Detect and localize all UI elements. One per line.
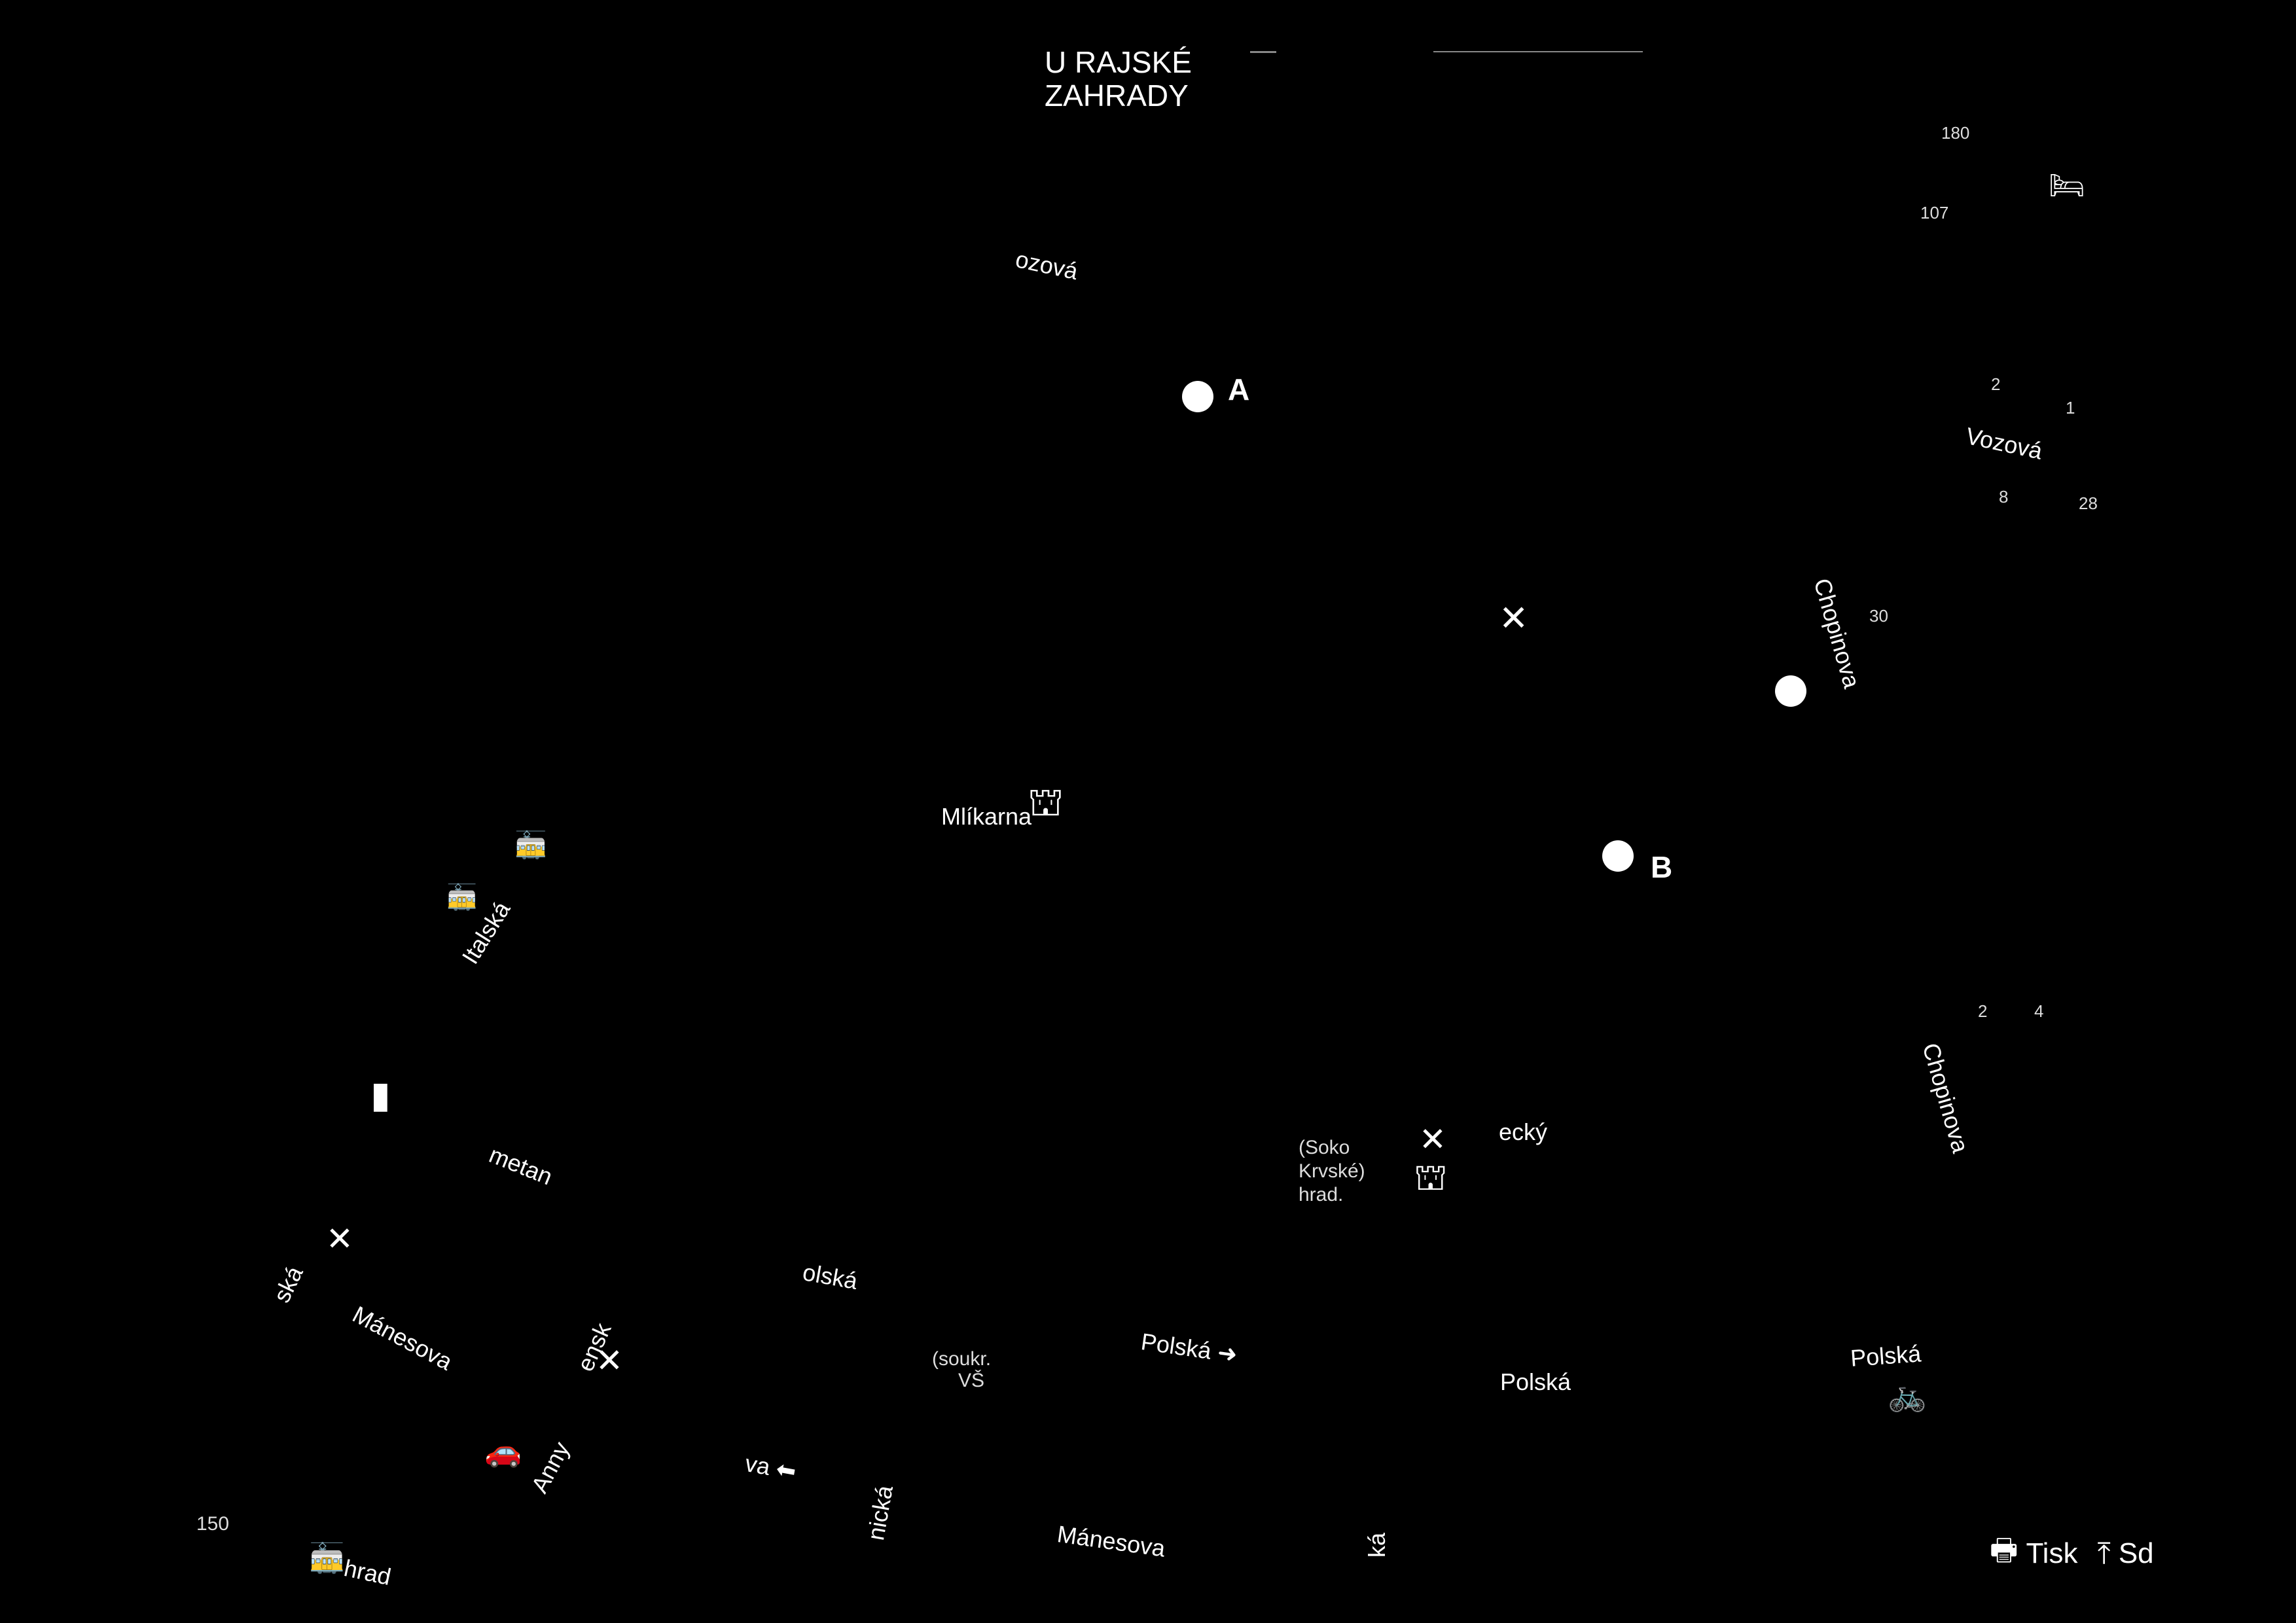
poi-sokol-line1: (Soko bbox=[1299, 1137, 1350, 1158]
arrow-left-icon: ⬅ bbox=[774, 1455, 798, 1486]
map-toolbar: 🖶 Tisk ⤒ Sd bbox=[1990, 1521, 2278, 1586]
poi-sokol-line3: vské) bbox=[1318, 1160, 1365, 1182]
arrow-right-icon: ➜ bbox=[1215, 1338, 1240, 1368]
street-slezska: ská bbox=[268, 1262, 308, 1307]
street-smetanova: metan bbox=[485, 1141, 556, 1190]
house-number: 4 bbox=[2034, 1001, 2044, 1021]
house-number: 1 bbox=[2066, 398, 2075, 418]
monument-icon[interactable]: ⛫ bbox=[1414, 1156, 1448, 1199]
poi-soukr-line2: VŠ bbox=[958, 1370, 985, 1391]
house-number: 2 bbox=[1991, 374, 2001, 394]
print-button[interactable]: 🖶 Tisk bbox=[1990, 1528, 2077, 1579]
tram-icon[interactable]: 🚋 bbox=[309, 1542, 345, 1575]
street-polska-arrow: Polská ➜ bbox=[1139, 1328, 1240, 1368]
area-title: U RAJSKÉ ZAHRADY bbox=[1045, 46, 1192, 112]
street-chopinova-bottom: Chopinova bbox=[1917, 1040, 1975, 1156]
map-stroke bbox=[1433, 51, 1643, 52]
tram-icon[interactable]: 🚋 bbox=[446, 883, 478, 912]
house-number: 30 bbox=[1869, 606, 1888, 626]
poi-sokol-line2a: Kr bbox=[1299, 1160, 1318, 1182]
house-number: 150 bbox=[196, 1513, 230, 1535]
street-polska-arrow-text: Polská bbox=[1139, 1328, 1213, 1364]
area-title-line2: ZAHRADY bbox=[1045, 78, 1189, 113]
street-vozova: Vozová bbox=[1964, 422, 2045, 465]
street-polska-right: Polská bbox=[1849, 1340, 1922, 1372]
street-manesova-left: Mánesova bbox=[348, 1300, 457, 1376]
car-icon[interactable]: 🚗 bbox=[484, 1433, 522, 1469]
map-marker-b[interactable] bbox=[1602, 840, 1634, 872]
map-stroke bbox=[1250, 51, 1276, 53]
hotel-icon[interactable]: 🛏 bbox=[2049, 169, 2085, 202]
info-icon[interactable]: ▮ bbox=[370, 1074, 391, 1116]
area-title-line1: U RAJSKÉ bbox=[1045, 45, 1192, 79]
printer-icon: 🖶 bbox=[1990, 1532, 2018, 1567]
house-number: 8 bbox=[1999, 487, 2009, 507]
house-number: 107 bbox=[1920, 203, 1949, 223]
street-recky: ecký bbox=[1499, 1118, 1548, 1145]
house-number: 2 bbox=[1978, 1001, 1988, 1021]
street-polska-left: olská bbox=[800, 1258, 860, 1295]
monument-icon[interactable]: ⛫ bbox=[1028, 779, 1064, 825]
poi-soukr: (soukr. VŠ bbox=[932, 1348, 991, 1391]
poi-sokol: (Soko Krvské) hrad. bbox=[1299, 1136, 1365, 1207]
share-icon: ⤒ bbox=[2097, 1535, 2111, 1571]
street-ozova: ozová bbox=[1013, 245, 1081, 285]
street-chopinova-top: Chopinova bbox=[1808, 575, 1866, 691]
poi-soukr-line1: (soukr. bbox=[932, 1348, 992, 1370]
street-polska-mid: Polská bbox=[1500, 1368, 1571, 1395]
map-marker-b-label: B bbox=[1651, 850, 1673, 884]
poi-mlikarna: Mlíkarna bbox=[941, 803, 1032, 830]
share-button[interactable]: ⤒ Sd bbox=[2097, 1535, 2153, 1572]
restaurant-icon[interactable]: ✕ bbox=[1419, 1120, 1446, 1158]
street-manesova-bottom: Mánesova bbox=[1055, 1520, 1167, 1562]
map-marker-dot[interactable] bbox=[1775, 675, 1806, 707]
map-marker-a[interactable] bbox=[1182, 381, 1213, 412]
map-marker-a-label: A bbox=[1228, 372, 1250, 406]
street-anny: Anny bbox=[526, 1437, 575, 1497]
house-number: 28 bbox=[2079, 493, 2098, 513]
share-button-label: Sd bbox=[2118, 1537, 2154, 1569]
bicycle-icon[interactable]: 🚲 bbox=[1888, 1377, 1927, 1414]
tram-icon[interactable]: 🚋 bbox=[514, 830, 547, 861]
house-number: 180 bbox=[1941, 123, 1970, 143]
street-va-text: va bbox=[743, 1450, 772, 1481]
street-nicka: nická bbox=[862, 1483, 899, 1543]
restaurant-icon[interactable]: ✕ bbox=[1499, 597, 1529, 639]
street-va-arrow: va ⬅ bbox=[743, 1450, 798, 1486]
poi-sokol-line4: hrad. bbox=[1299, 1184, 1344, 1205]
poi-sokol-line2: Krvské) bbox=[1299, 1160, 1365, 1183]
restaurant-icon[interactable]: ✕ bbox=[596, 1342, 623, 1380]
street-ka: ká bbox=[1363, 1532, 1390, 1558]
street-zahrady-bottom: hrad bbox=[342, 1554, 394, 1591]
restaurant-icon[interactable]: ✕ bbox=[326, 1220, 353, 1258]
print-button-label: Tisk bbox=[2026, 1537, 2078, 1569]
